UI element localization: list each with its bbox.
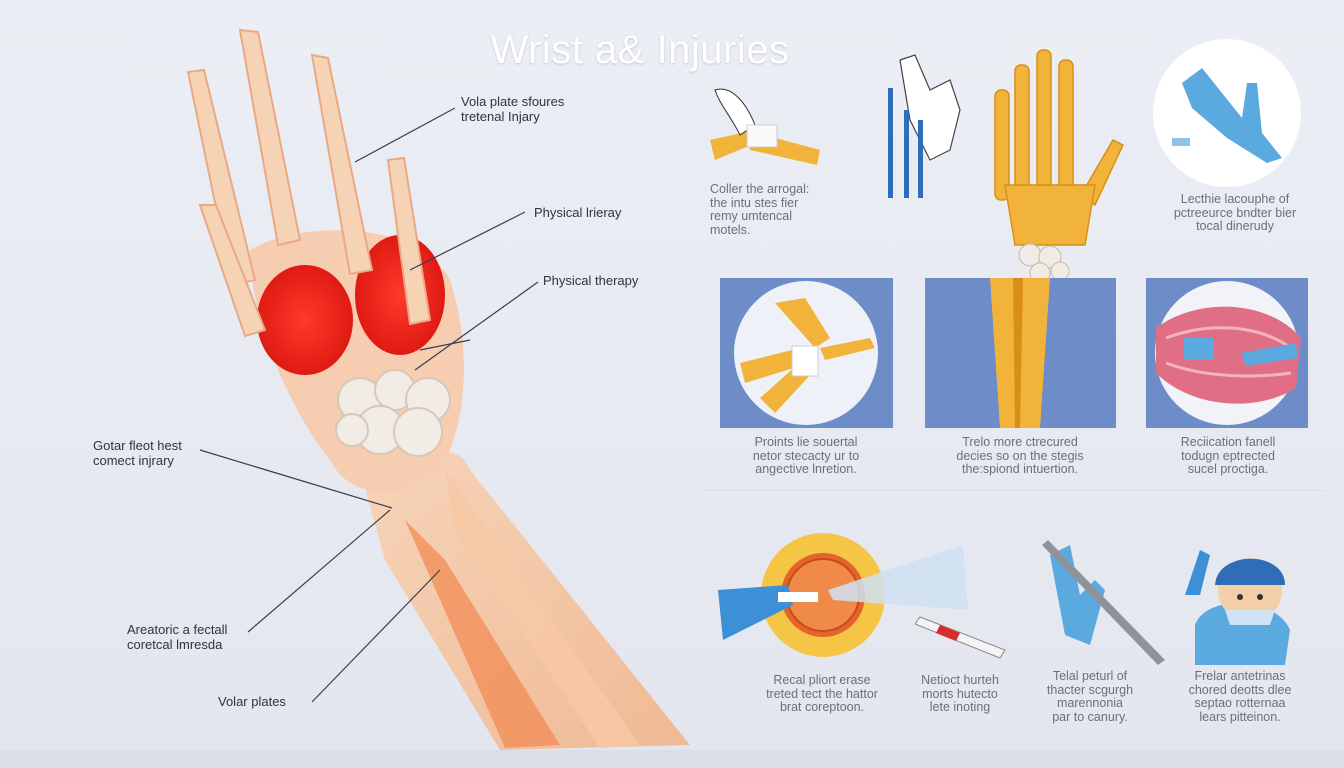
bottom-strip <box>0 750 1344 768</box>
panel-tendon-repair <box>1146 278 1308 428</box>
surgeon-avatar-illustration <box>1185 550 1290 665</box>
hand-anatomy-illustration <box>186 28 690 750</box>
label-volar-plates: Volar plates <box>218 694 286 709</box>
panel-bandaged-wrist <box>720 278 893 428</box>
label-physical-lrieray: Physical lrieray <box>534 205 622 220</box>
injury-area-right <box>355 235 445 355</box>
leader-lines <box>199 107 539 703</box>
skeleton-hand-illustration <box>994 49 1124 284</box>
finger-bones <box>186 28 432 338</box>
page-title: Wrist a& Injuries <box>490 28 790 72</box>
syringe-icon <box>915 616 1006 659</box>
radius-bone <box>405 520 560 748</box>
section-divider <box>705 490 1325 491</box>
wrist-cross-section-illustration <box>718 533 968 657</box>
bandaging-hands-illustration <box>710 88 820 165</box>
carpal-bones <box>335 369 451 457</box>
blue-glove-badge <box>1153 39 1301 187</box>
label-physical-therapy: Physical therapy <box>543 273 639 288</box>
medical-instruments-glove-icon <box>888 54 961 198</box>
panel-forearm-bones <box>925 278 1116 428</box>
injury-area-left <box>257 265 353 375</box>
ulna-bone <box>445 470 640 748</box>
scalpel-glove-illustration <box>1042 540 1165 665</box>
